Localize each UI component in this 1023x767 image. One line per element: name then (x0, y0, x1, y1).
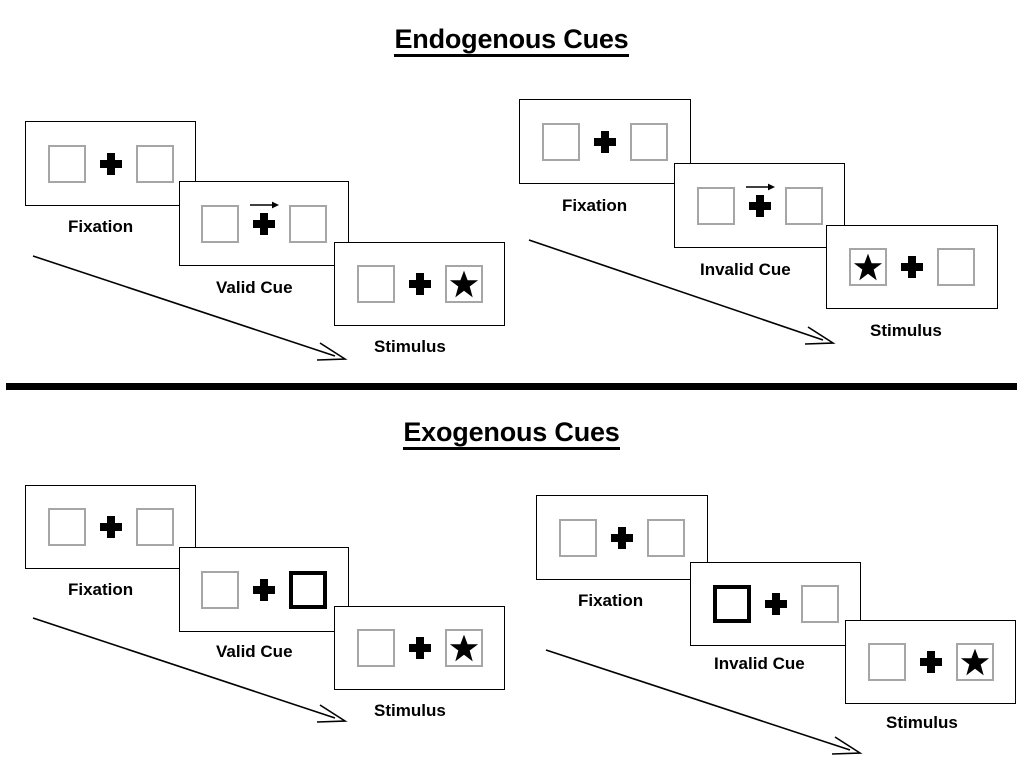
left-placeholder-square (356, 265, 395, 303)
right-placeholder-square (647, 518, 685, 557)
plus-icon (901, 256, 923, 278)
left-placeholder-square (559, 518, 597, 557)
star-icon (449, 634, 478, 662)
plus-icon (919, 651, 942, 673)
endo-invalid-cue-caption: Invalid Cue (700, 260, 791, 279)
exo-valid-cue-caption: Valid Cue (216, 642, 293, 661)
star-icon (960, 648, 989, 676)
left-placeholder-square (867, 643, 906, 681)
exo-valid-fixation-content (47, 508, 174, 546)
diagonal-arrow-icon (32, 255, 348, 361)
plus-icon (408, 273, 431, 295)
endo-invalid-stimulus-content (849, 248, 975, 286)
endo-valid-cue-frame (179, 181, 349, 266)
star-icon (449, 270, 478, 298)
exo-invalid-stimulus-frame (845, 620, 1016, 704)
right-placeholder-square (289, 204, 327, 243)
plus-icon (748, 194, 771, 217)
left-placeholder-square (47, 508, 86, 546)
target-square (849, 248, 887, 286)
exo-valid-cue-frame (179, 547, 349, 632)
section-divider (6, 383, 1017, 390)
right-placeholder-square (784, 186, 823, 225)
plus-icon (99, 516, 122, 538)
plus-icon (594, 130, 616, 153)
endo-valid-cue-caption: Valid Cue (216, 278, 293, 297)
right-placeholder-square (135, 508, 174, 546)
endo-invalid-cue-frame (674, 163, 845, 248)
exo-valid-stimulus-frame (334, 606, 505, 690)
exogenous-title-text: Exogenous Cues (403, 418, 620, 451)
plus-icon (408, 637, 431, 659)
endogenous-section-title: Endogenous Cues (0, 24, 1023, 58)
target-square (955, 643, 994, 681)
right-placeholder-square (937, 248, 975, 286)
left-placeholder-square (356, 629, 395, 667)
endo-invalid-cue-content (696, 183, 823, 225)
endo-valid-fixation-caption: Fixation (68, 217, 134, 236)
endo-valid-cue-content (201, 201, 327, 243)
endo-valid-stimulus-caption: Stimulus (374, 337, 446, 356)
left-placeholder-square (47, 144, 86, 183)
target-square (444, 629, 483, 667)
exo-invalid-fixation-frame (536, 495, 708, 580)
left-placeholder-square (201, 204, 239, 243)
endo-invalid-fixation-caption: Fixation (562, 196, 628, 215)
exo-invalid-stimulus-caption: Stimulus (886, 713, 958, 732)
exo-valid-cue-content (201, 570, 327, 609)
plus-icon (253, 578, 275, 601)
endo-invalid-stimulus-frame (826, 225, 998, 309)
endo-valid-fixation-frame (25, 121, 196, 206)
right-placeholder-square (135, 144, 174, 183)
endo-invalid-fixation-content (542, 122, 668, 161)
exo-invalid-fixation-caption: Fixation (578, 591, 644, 610)
left-placeholder-square (201, 570, 239, 609)
exo-invalid-fixation-content (559, 518, 685, 557)
diagonal-arrow-icon (545, 649, 863, 755)
exo-invalid-cue-caption: Invalid Cue (714, 654, 805, 673)
diagonal-arrow-icon (528, 239, 836, 345)
exo-valid-fixation-caption: Fixation (68, 580, 134, 599)
endo-valid-fixation-content (47, 144, 174, 183)
endo-invalid-stimulus-caption: Stimulus (870, 321, 942, 340)
plus-icon (764, 593, 787, 615)
right-placeholder-square (630, 122, 668, 161)
star-icon (853, 253, 883, 281)
cued-square (712, 585, 751, 623)
right-arrow-icon (745, 183, 775, 190)
exogenous-section-title: Exogenous Cues (0, 417, 1023, 451)
exo-valid-fixation-frame (25, 485, 196, 569)
endogenous-title-text: Endogenous Cues (394, 25, 629, 58)
target-square (444, 265, 483, 303)
exo-invalid-stimulus-content (867, 643, 994, 681)
endo-valid-stimulus-frame (334, 242, 505, 326)
cued-square (289, 570, 327, 609)
plus-icon (253, 212, 275, 235)
endo-invalid-fixation-frame (519, 99, 691, 184)
endo-valid-stimulus-content (356, 265, 483, 303)
plus-icon (611, 526, 633, 549)
exo-invalid-cue-content (712, 585, 839, 623)
exo-valid-stimulus-caption: Stimulus (374, 701, 446, 720)
exo-valid-stimulus-content (356, 629, 483, 667)
left-placeholder-square (542, 122, 580, 161)
right-placeholder-square (800, 585, 839, 623)
plus-icon (99, 152, 122, 175)
right-arrow-icon (250, 201, 279, 208)
exo-invalid-cue-frame (690, 562, 861, 646)
left-placeholder-square (696, 186, 735, 225)
